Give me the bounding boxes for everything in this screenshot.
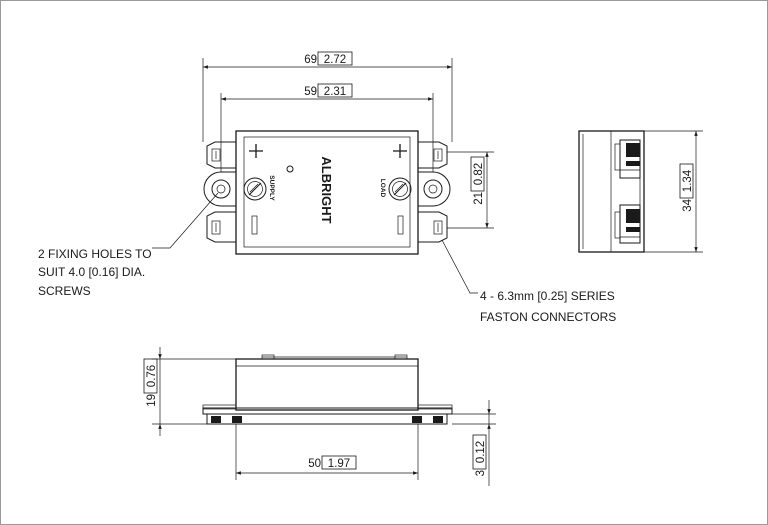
brand-label: ALBRIGHT	[319, 156, 334, 223]
svg-text:59: 59	[304, 86, 317, 98]
svg-text:1.34: 1.34	[682, 169, 694, 192]
svg-text:50: 50	[308, 458, 321, 470]
relay-body-side	[578, 130, 645, 253]
faston-tab-right-top	[418, 141, 448, 169]
dim-flange-thickness: 3 0.12	[472, 434, 487, 476]
left-fixing-hole	[211, 179, 231, 199]
svg-text:2.72: 2.72	[324, 54, 346, 66]
side-terminal-block-bottom	[614, 204, 641, 244]
note-fixing-holes-line2: SUIT 4.0 [0.16] DIA.	[38, 265, 145, 279]
dim-fixing-width: 59 2.31	[304, 83, 353, 98]
left-mounting-ear	[203, 171, 236, 207]
svg-text:34: 34	[682, 198, 694, 211]
faston-tab-left-bottom	[206, 211, 236, 243]
svg-text:21: 21	[473, 192, 485, 205]
indicator-led	[286, 165, 294, 173]
leader-faston-connectors	[441, 239, 478, 294]
svg-text:0.76: 0.76	[146, 365, 158, 387]
dim-height: 19 0.76	[143, 358, 158, 407]
svg-text:2.31: 2.31	[324, 86, 346, 98]
svg-text:3: 3	[475, 470, 487, 476]
right-mounting-ear	[418, 171, 451, 207]
dim-depth: 34 1.34	[679, 163, 694, 212]
note-fixing-holes-line1: 2 FIXING HOLES TO	[38, 247, 152, 261]
side-view: 34 1.34	[578, 130, 703, 253]
faston-tab-right-bottom	[418, 211, 448, 243]
dim-terminal-spacing: 21 0.82	[470, 156, 485, 205]
svg-text:1.97: 1.97	[328, 458, 350, 470]
note-connectors-line2: FASTON CONNECTORS	[480, 310, 616, 324]
svg-text:0.12: 0.12	[475, 441, 487, 463]
plus-mark-right	[393, 144, 407, 158]
mounting-flange	[202, 407, 453, 415]
leader-fixing-holes	[152, 192, 219, 249]
top-view: ALBRIGHT SUPPLY LOAD 69 2.72 59 2.31 21 …	[38, 51, 616, 324]
dim-body-length: 50 1.97	[308, 455, 357, 470]
front-view: 19 0.76 50 1.97 3 0.12	[143, 347, 496, 486]
side-terminal-block-top	[614, 139, 641, 179]
load-terminal-screw	[388, 177, 412, 201]
svg-text:0.82: 0.82	[473, 163, 485, 185]
right-fixing-hole	[423, 179, 443, 199]
relay-body-front	[235, 358, 419, 411]
svg-text:19: 19	[146, 394, 158, 407]
dim-overall-width: 69 2.72	[304, 51, 353, 66]
plus-mark-left	[249, 144, 263, 158]
faston-tab-left-top	[206, 141, 236, 169]
supply-terminal-screw	[243, 177, 267, 201]
note-fixing-holes-line3: SCREWS	[38, 284, 91, 298]
supply-label: SUPPLY	[268, 175, 275, 201]
relay-body-top	[235, 130, 419, 255]
note-connectors-line1: 4 - 6.3mm [0.25] SERIES	[480, 289, 615, 303]
svg-text:69: 69	[304, 54, 317, 66]
load-label: LOAD	[379, 179, 386, 198]
